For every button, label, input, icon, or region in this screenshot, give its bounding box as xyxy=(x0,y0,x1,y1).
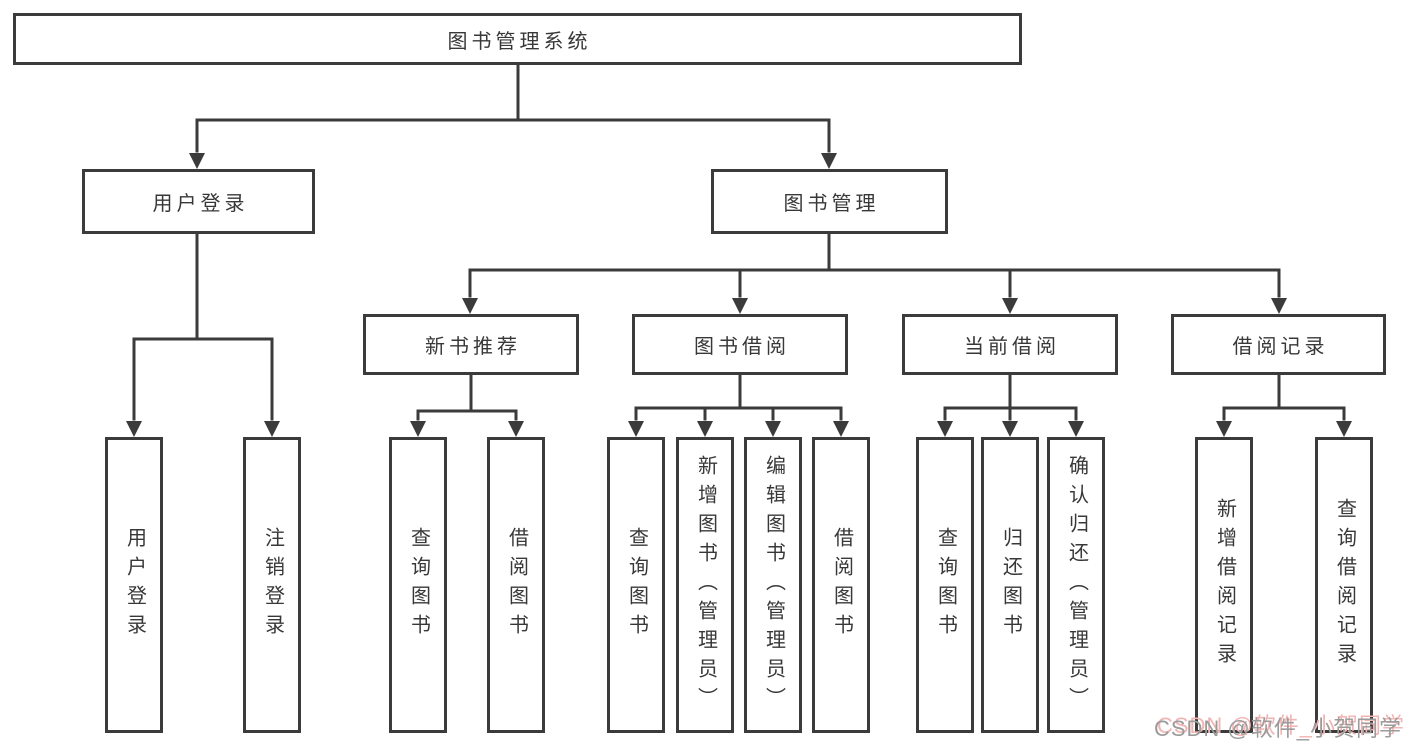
node-label: 借阅图书 xyxy=(830,527,853,643)
node-label: 查询借阅记录 xyxy=(1333,498,1356,672)
arrowhead xyxy=(821,153,837,169)
arrowhead xyxy=(628,421,644,437)
node-book-borrowing: 图书借阅 xyxy=(632,314,848,375)
arrowhead xyxy=(508,421,524,437)
leaf-borrowing-query-books: 查询图书 xyxy=(607,437,665,733)
node-label: 借阅记录 xyxy=(1232,336,1329,358)
node-label: 注销登录 xyxy=(261,527,284,643)
arrowhead xyxy=(126,421,142,437)
connector-current-to-leaves xyxy=(943,373,1078,421)
csdn-watermark: CSDN @软件_小贺同学 xyxy=(1153,716,1402,741)
node-system-root: 图书管理系统 xyxy=(13,13,1022,65)
leaf-user-login: 用户登录 xyxy=(105,437,163,733)
node-user-login: 用户登录 xyxy=(82,169,315,234)
node-label: 用户登录 xyxy=(152,193,249,215)
connector-login-to-leaves xyxy=(132,232,274,421)
arrowhead xyxy=(189,153,205,169)
arrowhead xyxy=(697,421,713,437)
leaf-borrowing-borrow-books: 借阅图书 xyxy=(812,437,870,733)
arrowhead xyxy=(462,298,478,314)
node-label: 编辑图书（管理员） xyxy=(762,454,785,716)
arrowhead xyxy=(1271,298,1287,314)
arrowhead xyxy=(1336,421,1352,437)
leaf-borrowing-add-books-admin: 新增图书（管理员） xyxy=(676,437,734,733)
arrowhead xyxy=(1068,421,1084,437)
node-label: 归还图书 xyxy=(999,527,1022,643)
arrowhead xyxy=(1002,298,1018,314)
node-label: 确认归还（管理员） xyxy=(1065,454,1088,716)
arrowhead xyxy=(765,421,781,437)
leaf-current-return-books: 归还图书 xyxy=(981,437,1039,733)
leaf-newbook-query-books: 查询图书 xyxy=(389,437,447,733)
connector-newbook-to-leaves xyxy=(416,373,518,421)
node-current-borrowing: 当前借阅 xyxy=(902,314,1118,375)
leaf-borrowing-edit-books-admin: 编辑图书（管理员） xyxy=(744,437,802,733)
node-label: 新增借阅记录 xyxy=(1213,498,1236,672)
leaf-current-confirm-return-admin: 确认归还（管理员） xyxy=(1047,437,1105,733)
arrowhead xyxy=(1002,421,1018,437)
arrowhead xyxy=(1216,421,1232,437)
leaf-records-query-record: 查询借阅记录 xyxy=(1315,437,1373,733)
leaf-records-add-record: 新增借阅记录 xyxy=(1195,437,1253,733)
connector-records-to-leaves xyxy=(1222,373,1346,421)
arrowhead xyxy=(833,421,849,437)
connector-management-to-level3 xyxy=(468,232,1281,298)
leaf-newbook-borrow-books: 借阅图书 xyxy=(487,437,545,733)
leaf-logout: 注销登录 xyxy=(243,437,301,733)
arrowhead xyxy=(410,421,426,437)
node-label: 借阅图书 xyxy=(505,527,528,643)
connector-root-to-level2 xyxy=(195,63,831,153)
node-new-book-recommendation: 新书推荐 xyxy=(363,314,579,375)
node-label: 图书管理系统 xyxy=(447,30,592,53)
node-label: 新书推荐 xyxy=(425,336,521,358)
node-borrowing-records: 借阅记录 xyxy=(1171,314,1386,375)
node-book-management: 图书管理 xyxy=(711,169,948,234)
node-label: 当前借阅 xyxy=(964,336,1060,358)
arrowhead xyxy=(264,421,280,437)
leaf-current-query-books: 查询图书 xyxy=(916,437,974,733)
arrowhead xyxy=(732,298,748,314)
node-label: 查询图书 xyxy=(934,527,957,643)
node-label: 查询图书 xyxy=(625,527,648,643)
arrowhead xyxy=(937,421,953,437)
node-label: 新增图书（管理员） xyxy=(694,454,717,716)
node-label: 查询图书 xyxy=(407,527,430,643)
connector-borrowing-to-leaves xyxy=(634,373,843,421)
node-label: 图书管理 xyxy=(783,193,880,215)
node-label: 图书借阅 xyxy=(694,336,790,358)
node-label: 用户登录 xyxy=(123,527,146,643)
